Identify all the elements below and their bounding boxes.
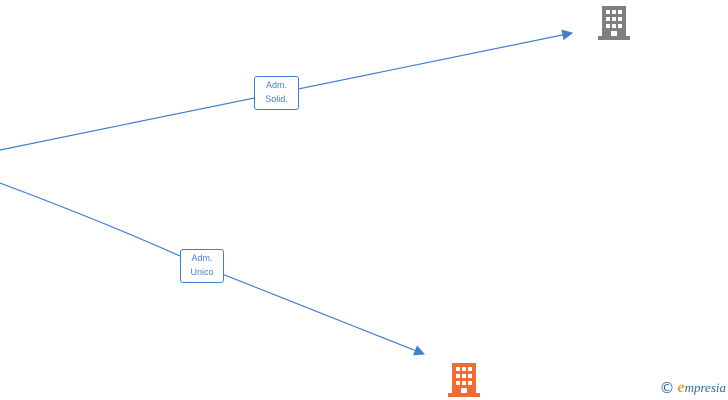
building-icon[interactable]: [598, 3, 632, 40]
edge-label-line: Unico: [190, 267, 214, 277]
building-icon[interactable]: [448, 360, 482, 397]
edge-label-line: Adm.: [265, 80, 287, 90]
copyright-symbol: ©: [659, 379, 675, 397]
brand-initial: e: [677, 379, 685, 396]
edge-label-adm-unico[interactable]: Adm. Unico: [180, 249, 224, 283]
brand-text: mpresia: [684, 380, 726, 395]
edge-label-line: Solid.: [265, 94, 288, 104]
brand-logo: empresia: [677, 379, 726, 397]
edge-label-adm-solid[interactable]: Adm. Solid.: [254, 76, 299, 110]
edge-label-line: Adm.: [191, 253, 213, 263]
watermark: © empresia: [659, 379, 726, 397]
